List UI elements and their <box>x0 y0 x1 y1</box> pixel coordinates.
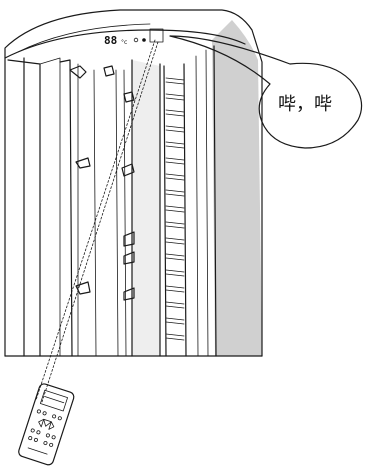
louvre-slat <box>165 317 185 325</box>
speech-bubble: 哔，哔 <box>169 35 363 149</box>
louvre-slat <box>165 157 185 165</box>
louvre-slats <box>165 77 185 341</box>
air-conditioner-unit <box>4 9 263 357</box>
ir-receiver-window <box>149 28 164 43</box>
louvre-slat <box>165 253 185 261</box>
louvre-clips <box>69 65 135 301</box>
louvre-slat <box>165 141 185 149</box>
louvre-slat <box>165 269 185 277</box>
display-panel: 88 °c <box>104 28 164 47</box>
remote-control[interactable] <box>17 383 75 466</box>
louvre-slat <box>165 189 185 197</box>
louvre-slat <box>165 237 185 245</box>
louvre-slat <box>165 285 185 293</box>
louvre-slat <box>165 93 185 101</box>
temperature-unit: °c <box>121 39 127 46</box>
ir-signal-lines <box>35 39 159 403</box>
louvre-slat <box>165 221 185 229</box>
louvre-slat <box>165 205 185 213</box>
indicator-light-1 <box>133 37 139 43</box>
temperature-display: 88 <box>104 34 117 47</box>
indicator-light-2 <box>142 38 146 42</box>
louvre-slat <box>165 301 185 309</box>
louvre-slat <box>165 77 185 85</box>
remote-buttons <box>27 409 62 455</box>
louvre-slat <box>165 109 185 117</box>
louvre-slat <box>165 125 185 133</box>
louvre-slat <box>165 173 185 181</box>
beep-text: 哔，哔 <box>278 94 332 115</box>
louvre-slat <box>165 333 185 341</box>
remote-screen <box>40 389 68 412</box>
